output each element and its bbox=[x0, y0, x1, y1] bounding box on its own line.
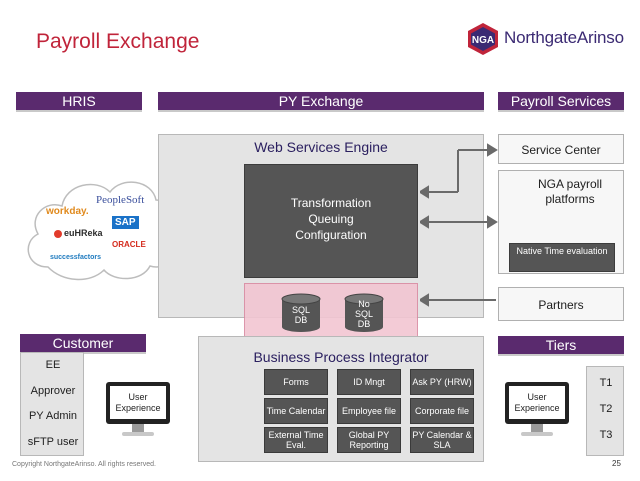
partners-box: Partners bbox=[498, 287, 624, 321]
oracle-logo: ORACLE bbox=[112, 240, 146, 249]
bpi-global-py-reporting: Global PY Reporting bbox=[337, 427, 401, 453]
header-payroll-services: Payroll Services bbox=[498, 92, 624, 112]
copyright-footer: Copyright NorthgateArinso. All rights re… bbox=[12, 461, 156, 468]
workday-logo: workday. bbox=[46, 206, 89, 217]
bpi-external-time-eval: External Time Eval. bbox=[264, 427, 328, 453]
slide-title: Payroll Exchange bbox=[36, 30, 200, 53]
service-center-box: Service Center bbox=[498, 134, 624, 164]
nga-platforms-box: NGA payroll platforms Native Time evalua… bbox=[498, 170, 624, 274]
bpi-forms: Forms bbox=[264, 369, 328, 395]
svg-text:NGA: NGA bbox=[472, 35, 494, 46]
role-approver: Approver bbox=[30, 385, 76, 397]
header-customer: Customer bbox=[20, 334, 146, 354]
customer-roles-panel: EE Approver PY Admin sFTP user bbox=[20, 352, 84, 456]
connector-arrows bbox=[420, 143, 498, 307]
native-time-evaluation: Native Time evaluation bbox=[509, 243, 615, 272]
tiers-panel: T1 T2 T3 bbox=[586, 366, 624, 456]
sap-logo: SAP bbox=[112, 216, 139, 229]
role-ee: EE bbox=[45, 359, 61, 371]
header-py-exchange: PY Exchange bbox=[158, 92, 484, 112]
successfactors-logo: successfactors bbox=[50, 254, 101, 261]
bpi-id-mngt: ID Mngt bbox=[337, 369, 401, 395]
tier-t1: T1 bbox=[599, 377, 613, 389]
role-py-admin: PY Admin bbox=[28, 410, 78, 422]
tier-t2: T2 bbox=[599, 403, 613, 415]
nga-platforms-label: NGA payroll platforms bbox=[537, 177, 603, 206]
database-icon bbox=[344, 293, 384, 332]
cloud-icon bbox=[27, 181, 180, 281]
database-highlight bbox=[244, 283, 418, 343]
bpi-corporate-file: Corporate file bbox=[410, 398, 474, 424]
user-experience-monitor-right: User Experience bbox=[505, 382, 569, 442]
user-experience-label: User Experience bbox=[110, 386, 166, 419]
transformation-engine-box: Transformation Queuing Configuration bbox=[244, 164, 418, 278]
bpi-py-calendar-sla: PY Calendar & SLA bbox=[410, 427, 474, 453]
role-sftp-user: sFTP user bbox=[27, 436, 79, 448]
bpi-employee-file: Employee file bbox=[337, 398, 401, 424]
brand-name: NorthgateArinso bbox=[504, 28, 624, 47]
hris-cloud: workday. PeopleSoft euHReka SAP ORACLE s… bbox=[18, 172, 186, 284]
user-experience-label: User Experience bbox=[509, 386, 565, 419]
nga-logo-icon: NGA bbox=[468, 23, 498, 55]
page-number: 25 bbox=[612, 459, 621, 468]
bpi-time-calendar: Time Calendar bbox=[264, 398, 328, 424]
tier-t3: T3 bbox=[599, 429, 613, 441]
database-icon bbox=[281, 293, 321, 332]
header-hris: HRIS bbox=[16, 92, 142, 112]
bpi-title: Business Process Integrator bbox=[253, 349, 429, 365]
bpi-ask-py: Ask PY (HRW) bbox=[410, 369, 474, 395]
company-logo: NGA NorthgateArinso bbox=[466, 22, 626, 56]
header-tiers: Tiers bbox=[498, 336, 624, 356]
user-experience-monitor-left: User Experience bbox=[106, 382, 170, 442]
web-services-engine-title: Web Services Engine bbox=[254, 139, 388, 155]
peoplesoft-logo: PeopleSoft bbox=[96, 194, 145, 206]
euhreka-logo: euHReka bbox=[54, 228, 103, 238]
